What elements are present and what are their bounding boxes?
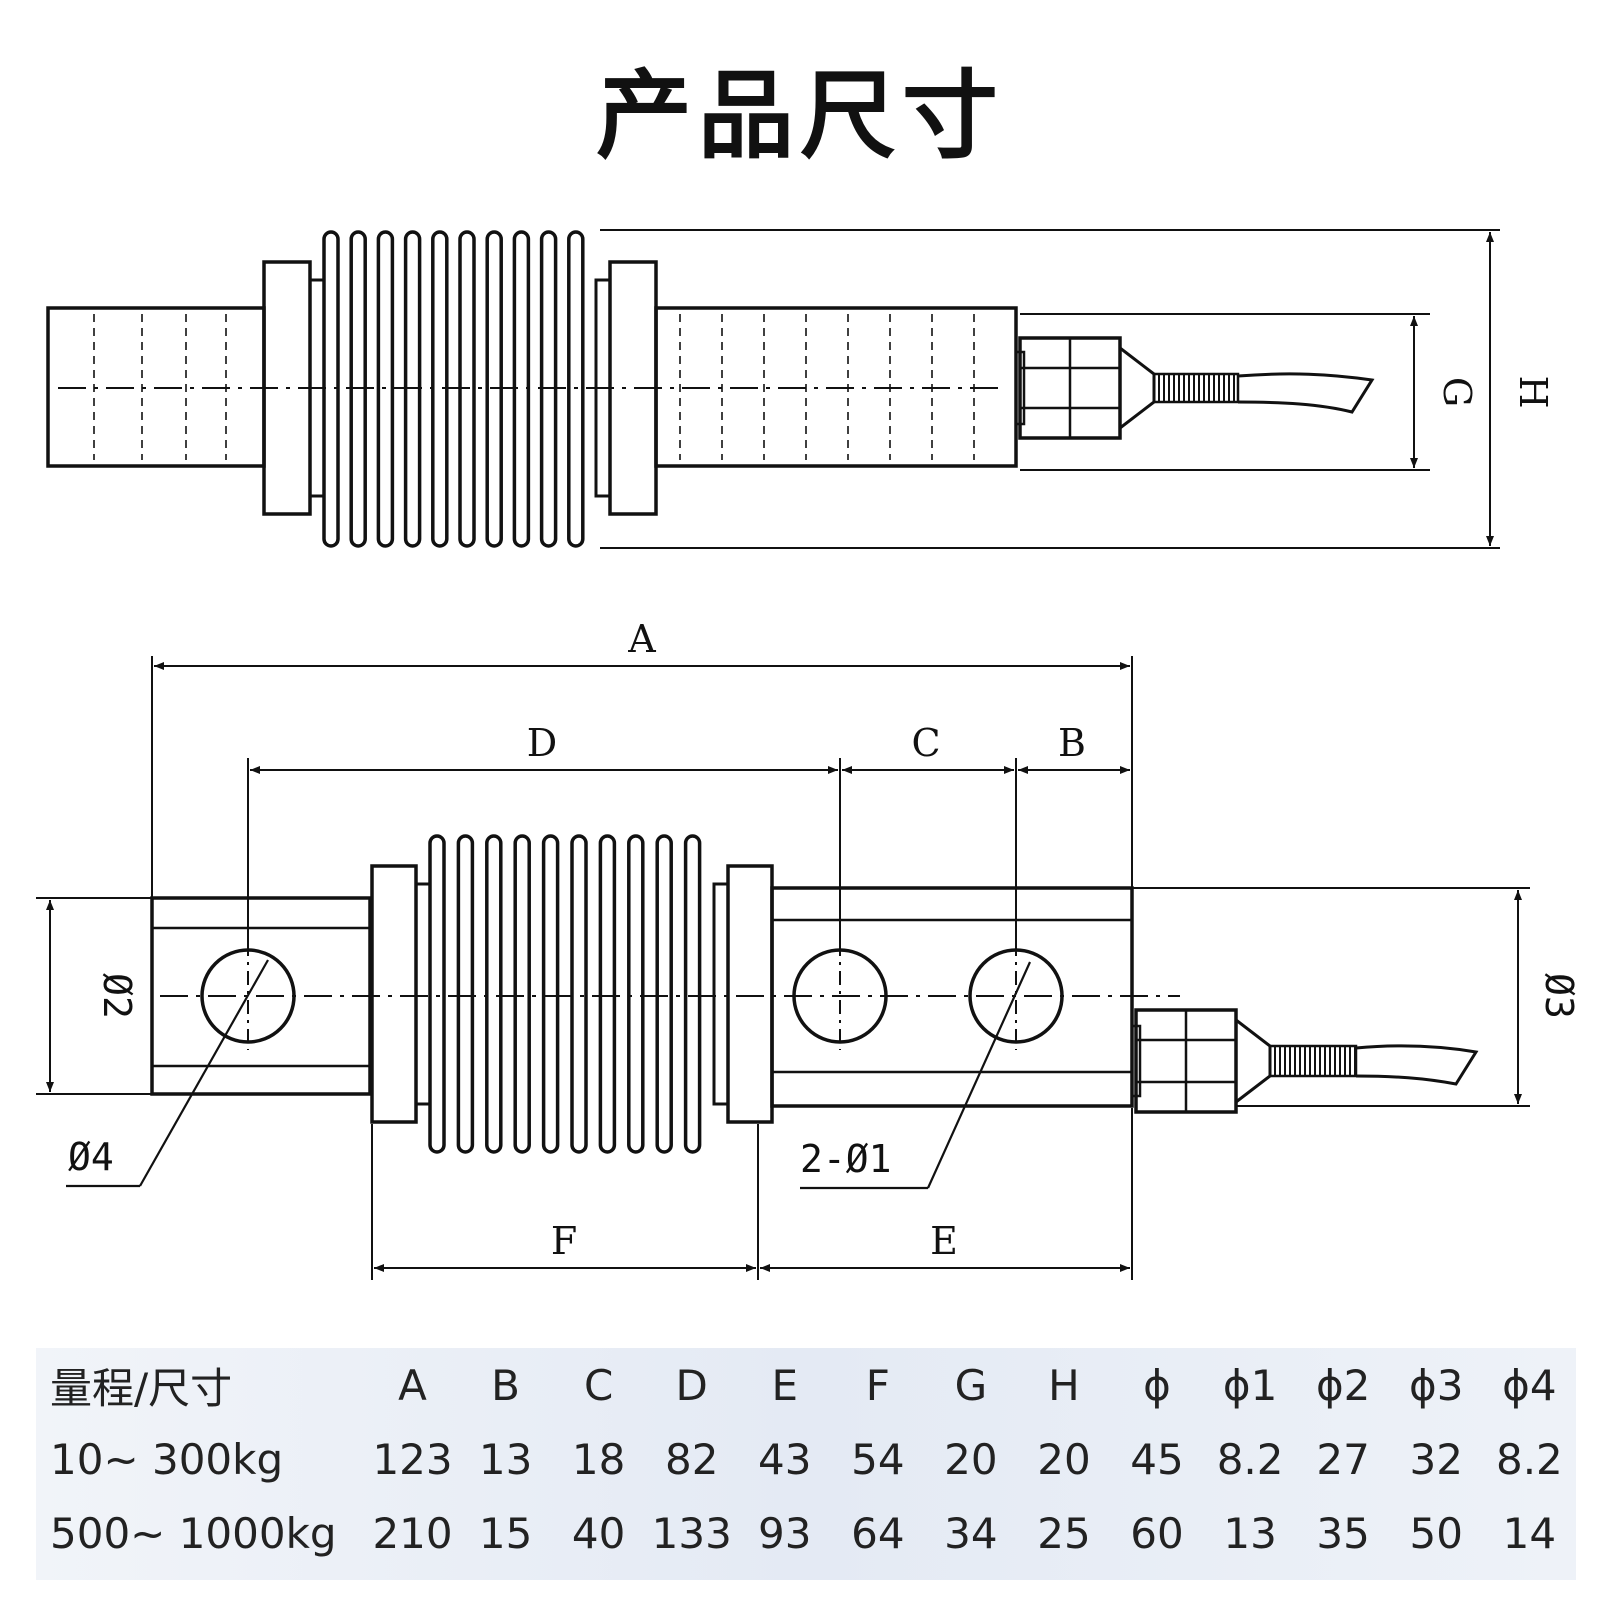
spec-value-cell: 35 [1316,1508,1370,1558]
top-cable-spring [1152,372,1240,404]
bellows-fin [541,834,560,1154]
spec-row: 500~ 1000kg 210 15 40 133 93 64 34 25 60 13 35 50 14 [36,1496,1576,1570]
bellows-fin [456,834,475,1154]
front-cable [1355,1044,1479,1086]
dim-label-phi3: Ø3 [1537,973,1581,1019]
spec-value-cell: 40 [571,1508,626,1558]
spec-range-cell: 500~ 1000kg [50,1508,337,1558]
spec-header-cell: B [491,1360,520,1410]
dim-label-g: G [1435,377,1479,407]
spec-value-cell: 93 [758,1508,812,1558]
spec-value-cell: 32 [1409,1434,1463,1484]
spec-value-cell: 133 [651,1508,732,1558]
spec-header-cell: ϕ3 [1409,1360,1464,1410]
bellows-fin [567,230,585,548]
spec-value-cell: 210 [372,1508,453,1558]
dim-label-f: F [551,1219,577,1263]
spec-value-cell: 20 [1037,1434,1091,1484]
spec-value-cell: 60 [1130,1508,1184,1558]
spec-value-cell: 34 [944,1508,998,1558]
technical-drawing: G H [36,229,1581,1280]
spec-row: 10~ 300kg 123 13 18 82 43 54 20 20 45 8.2 27 32 8.2 [36,1422,1576,1496]
spec-value-cell: 45 [1130,1434,1184,1484]
spec-header-cell: ϕ4 [1502,1360,1557,1410]
top-view [46,229,1500,549]
top-cable [1237,372,1375,414]
spec-header-cell: H [1048,1360,1080,1410]
dim-label-b: B [1058,721,1086,765]
bellows-fin [376,230,395,548]
spec-value-cell: 43 [758,1434,812,1484]
spec-header-cell: ϕ1 [1222,1360,1278,1410]
spec-value-cell: 15 [478,1508,533,1558]
front-bellows [428,834,702,1154]
spec-header-cell: 量程/尺寸 [50,1363,233,1413]
bellows-fin [627,834,645,1154]
spec-header-cell: D [675,1360,708,1410]
dim-label-phi4: Ø4 [68,1135,114,1179]
bellows-fin [683,834,702,1154]
spec-value-cell: 25 [1037,1508,1091,1558]
spec-header-cell: F [865,1360,890,1410]
spec-value-cell: 14 [1502,1508,1557,1558]
dim-label-a: A [627,617,656,661]
spec-value-cell: 82 [664,1434,719,1484]
spec-value-cell: 27 [1316,1434,1370,1484]
spec-value-cell: 8.2 [1495,1434,1563,1484]
bellows-fin [485,834,503,1154]
front-view [36,656,1530,1280]
dim-label-phi2: Ø2 [95,973,139,1019]
front-cable-spring [1268,1044,1358,1078]
spec-header-cell: G [954,1360,988,1410]
spec-value-cell: 54 [851,1434,905,1484]
spec-value-cell: 13 [478,1434,533,1484]
spec-value-cell: 18 [571,1434,626,1484]
spec-value-cell: 64 [851,1508,905,1558]
dim-label-h: H [1511,375,1555,408]
spec-header-cell: E [771,1360,799,1410]
spec-value-cell: 8.2 [1216,1434,1284,1484]
bellows-fin [655,834,673,1154]
spec-range-cell: 10~ 300kg [50,1434,284,1484]
dim-label-e: E [930,1219,958,1263]
dim-label-hole-callout: 2-Ø1 [800,1137,892,1181]
bellows-fin [428,834,446,1154]
spec-header-cell: A [398,1360,427,1410]
front-right-flange [726,864,774,1124]
front-left-flange [370,864,418,1124]
spec-value-cell: 123 [372,1434,453,1484]
dim-label-d: D [527,721,557,765]
spec-header-cell: ϕ2 [1315,1360,1371,1410]
bellows-fin [513,834,531,1154]
bellows-fin [570,834,588,1154]
spec-value-cell: 13 [1223,1508,1277,1558]
spec-header-cell: ϕ [1143,1360,1171,1410]
page-title: 产品尺寸 [596,60,1004,172]
bellows-fin [598,834,617,1154]
spec-header-cell: C [583,1360,614,1410]
dim-label-c: C [911,721,940,765]
spec-value-cell: 20 [944,1434,998,1484]
spec-value-cell: 50 [1409,1508,1463,1558]
